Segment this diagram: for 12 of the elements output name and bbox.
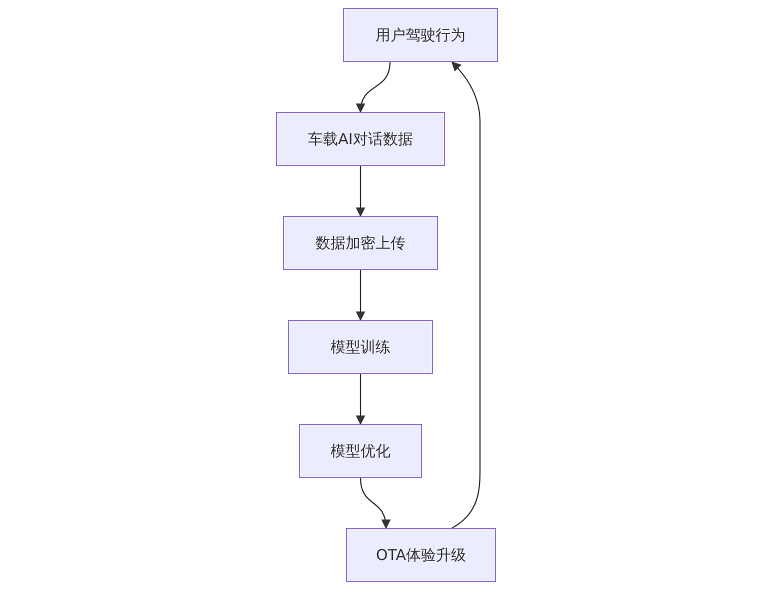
arrow: [360, 478, 390, 529]
process-box: 用户驾驶行为: [343, 8, 498, 62]
process-box: 模型优化: [299, 424, 422, 478]
arrow: [356, 166, 366, 217]
process-box: 模型训练: [288, 320, 433, 374]
process-box: 车载AI对话数据: [276, 112, 445, 166]
process-box: OTA体验升级: [346, 528, 496, 582]
arrow: [356, 270, 366, 321]
arrow: [356, 62, 391, 113]
process-box: 数据加密上传: [283, 216, 438, 270]
arrow: [356, 374, 366, 425]
arrow: [451, 61, 481, 529]
